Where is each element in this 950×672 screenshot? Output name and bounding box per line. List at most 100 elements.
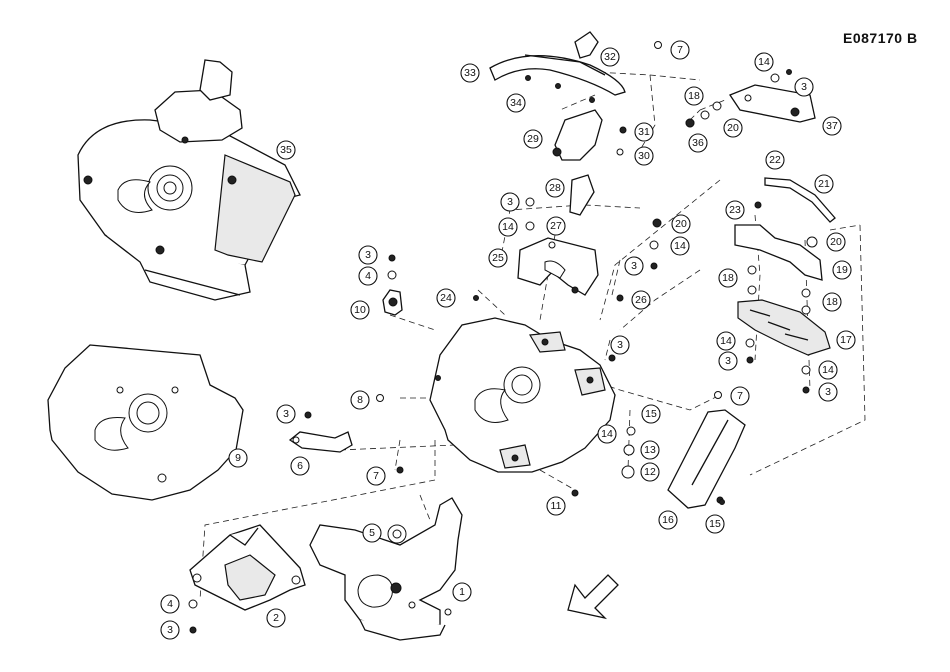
callout-14b: 14: [499, 218, 517, 236]
svg-text:15: 15: [645, 408, 657, 420]
svg-text:18: 18: [688, 90, 700, 102]
svg-text:21: 21: [818, 178, 830, 190]
callout-18c: 18: [685, 87, 703, 105]
svg-text:16: 16: [662, 514, 674, 526]
svg-text:35: 35: [280, 144, 292, 156]
callout-3h: 3: [719, 352, 737, 370]
svg-text:14: 14: [822, 364, 834, 376]
svg-text:11: 11: [551, 500, 562, 512]
base-bracket-2: [190, 525, 305, 610]
svg-text:23: 23: [729, 204, 741, 216]
svg-text:3: 3: [617, 339, 623, 351]
svg-text:4: 4: [167, 598, 173, 610]
callout-3: 3: [161, 621, 179, 639]
callout-32: 32: [601, 48, 619, 66]
svg-text:14: 14: [758, 56, 770, 68]
svg-text:14: 14: [720, 335, 732, 347]
svg-text:3: 3: [631, 260, 637, 272]
callout-1: 1: [453, 583, 471, 601]
callout-13: 13: [641, 441, 659, 459]
nut-36: [686, 119, 694, 127]
svg-text:36: 36: [692, 137, 704, 149]
svg-text:17: 17: [840, 334, 852, 346]
callout-14c: 14: [671, 237, 689, 255]
callout-28: 28: [546, 179, 564, 197]
callout-35: 35: [277, 141, 295, 159]
callout-3g: 3: [795, 78, 813, 96]
svg-text:20: 20: [727, 122, 739, 134]
callout-31: 31: [635, 123, 653, 141]
callout-7: 7: [367, 467, 385, 485]
svg-text:15: 15: [709, 518, 721, 530]
svg-text:4: 4: [365, 270, 371, 282]
svg-text:26: 26: [635, 294, 647, 306]
knob-10: [383, 290, 402, 315]
svg-text:14: 14: [601, 428, 613, 440]
callout-3f: 3: [611, 336, 629, 354]
callout-20b: 20: [672, 215, 690, 233]
callout-10: 10: [351, 301, 369, 319]
seat-plate-9: [48, 345, 243, 500]
svg-text:19: 19: [836, 264, 848, 276]
callout-21: 21: [815, 175, 833, 193]
svg-text:1: 1: [459, 586, 465, 598]
callout-19: 19: [833, 261, 851, 279]
svg-text:37: 37: [826, 120, 838, 132]
svg-text:18: 18: [826, 296, 838, 308]
callout-3i: 3: [819, 383, 837, 401]
callout-3c: 3: [277, 405, 295, 423]
callout-6: 6: [291, 457, 309, 475]
svg-text:7: 7: [737, 390, 743, 402]
svg-text:3: 3: [365, 249, 371, 261]
callout-17: 17: [837, 331, 855, 349]
callout-18b: 18: [823, 293, 841, 311]
callout-2: 2: [267, 609, 285, 627]
callout-15b: 15: [706, 515, 724, 533]
callout-20a: 20: [827, 233, 845, 251]
svg-text:5: 5: [369, 527, 375, 539]
callout-26: 26: [632, 291, 650, 309]
callout-34: 34: [507, 94, 525, 112]
svg-text:14: 14: [674, 240, 686, 252]
svg-text:10: 10: [354, 304, 366, 316]
direction-arrow-icon: [568, 575, 618, 618]
callout-11: 11: [547, 497, 565, 515]
bracket-28: [570, 175, 594, 215]
svg-text:3: 3: [801, 81, 807, 93]
center-seat-plate: [430, 318, 615, 472]
callout-3e: 3: [625, 257, 643, 275]
seat-plate-assembly: [78, 60, 300, 300]
svg-text:31: 31: [638, 126, 650, 138]
svg-text:28: 28: [549, 182, 561, 194]
callout-3d: 3: [501, 193, 519, 211]
svg-text:18: 18: [722, 272, 734, 284]
callout-3b: 3: [359, 246, 377, 264]
svg-text:7: 7: [677, 44, 683, 56]
svg-text:9: 9: [235, 452, 241, 464]
handle-32: [575, 32, 598, 58]
callout-23: 23: [726, 201, 744, 219]
svg-text:3: 3: [283, 408, 289, 420]
diagram-code: E087170 B: [843, 30, 918, 46]
callout-16: 16: [659, 511, 677, 529]
svg-text:3: 3: [167, 624, 173, 636]
svg-text:20: 20: [675, 218, 687, 230]
callout-24: 24: [437, 289, 455, 307]
callout-27: 27: [547, 217, 565, 235]
base-plate-1: [310, 498, 462, 640]
svg-text:3: 3: [507, 196, 513, 208]
svg-text:8: 8: [357, 394, 363, 406]
ring-5: [388, 525, 406, 543]
callout-37: 37: [823, 117, 841, 135]
callout-7b: 7: [671, 41, 689, 59]
callout-8: 8: [351, 391, 369, 409]
callout-36: 36: [689, 134, 707, 152]
callout-18a: 18: [719, 269, 737, 287]
svg-text:32: 32: [604, 51, 616, 63]
svg-text:20: 20: [830, 236, 842, 248]
link-6: [290, 432, 352, 452]
callout-14e: 14: [717, 332, 735, 350]
svg-text:25: 25: [492, 252, 504, 264]
plate-25: [518, 238, 598, 295]
